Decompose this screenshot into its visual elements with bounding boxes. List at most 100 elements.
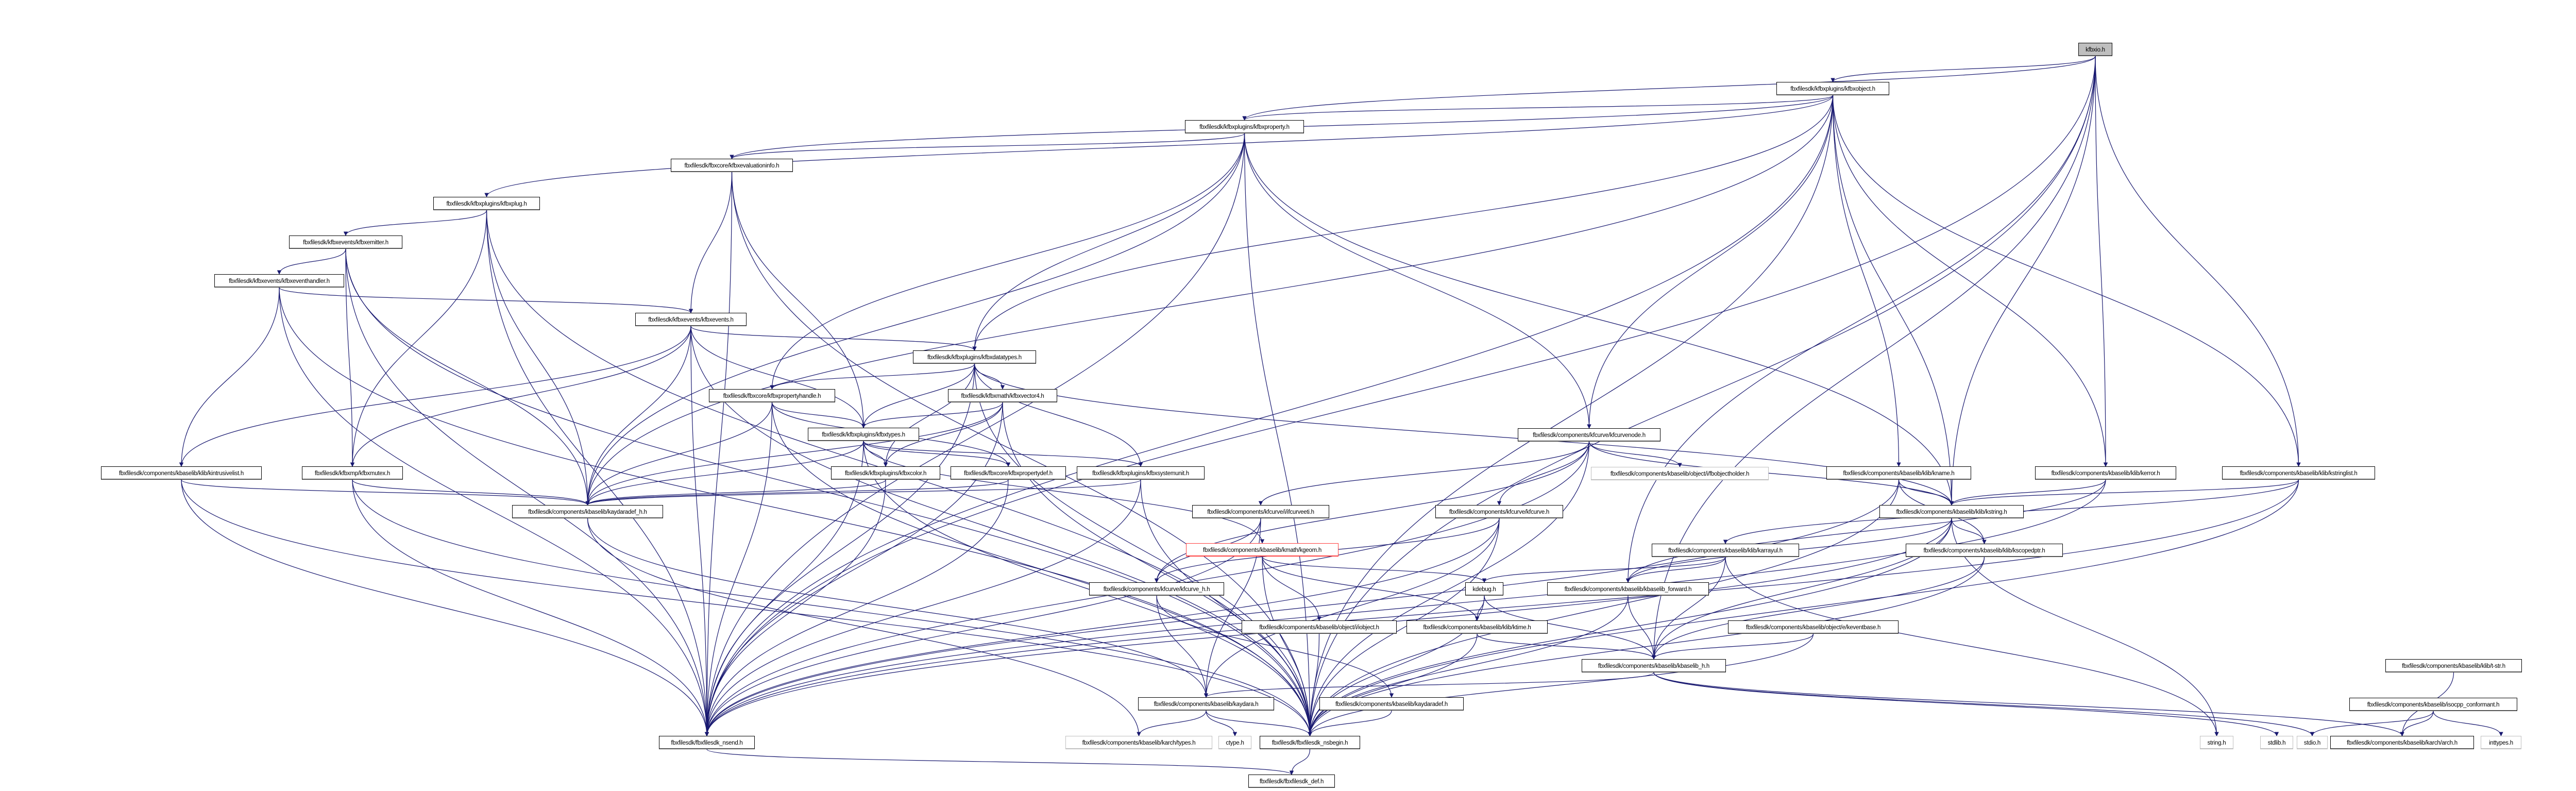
- node-isocpp-conformant[interactable]: fbxfilesdk/components/kbaselib/isocpp_co…: [2349, 698, 2517, 711]
- include-edge: [1244, 133, 1312, 736]
- include-edge: [1832, 95, 1901, 467]
- node-kfbxplug[interactable]: fbxfilesdk/kfbxplugins/kfbxplug.h: [433, 197, 540, 210]
- node-keventbase[interactable]: fbxfilesdk/components/kbaselib/object/e/…: [1728, 620, 1899, 634]
- node-kfbxmutex[interactable]: fbxfilesdk/kfbxmp/kfbxmutex.h: [302, 466, 403, 480]
- include-edge: [704, 363, 975, 736]
- include-edge: [585, 402, 773, 506]
- node-kname[interactable]: fbxfilesdk/components/kbaselib/klib/knam…: [1826, 466, 1971, 480]
- node-kfbxio: kfbxio.h: [2078, 43, 2112, 56]
- node-kfbxtypes[interactable]: fbxfilesdk/kfbxplugins/kfbxtypes.h: [808, 428, 919, 441]
- node-kintrusivelist[interactable]: fbxfilesdk/components/kbaselib/klib/kint…: [101, 466, 262, 480]
- node-stdlib: stdlib.h: [2260, 736, 2293, 749]
- include-edge: [1651, 56, 2096, 660]
- include-edge: [704, 479, 1900, 736]
- include-edge: [179, 326, 691, 467]
- include-edge: [1588, 441, 1682, 467]
- include-edge: [771, 402, 1312, 736]
- node-kscopedptr[interactable]: fbxfilesdk/components/kbaselib/klib/ksco…: [1906, 544, 2063, 557]
- include-edge: [972, 95, 1834, 351]
- include-edge: [1949, 56, 2096, 506]
- node-ifcurveeti[interactable]: fbxfilesdk/components/kfcurve/i/ifcurvee…: [1192, 505, 1329, 518]
- node-stdio: stdio.h: [2297, 736, 2328, 749]
- node-inttypes: inttypes.h: [2481, 736, 2521, 749]
- include-edge: [1725, 557, 2219, 736]
- node-ctype: ctype.h: [1218, 736, 1251, 749]
- node-kbaselib-h[interactable]: fbxfilesdk/components/kbaselib/kbaselib_…: [1582, 659, 1726, 672]
- include-edge: [1308, 710, 1392, 736]
- include-edge: [1653, 672, 2404, 736]
- include-edge: [1832, 95, 2108, 467]
- node-kfbxpropertydef[interactable]: fbxfilesdk/fbxcore/kfbxpropertydef.h: [951, 466, 1066, 480]
- include-edge: [1308, 479, 1900, 736]
- node-kfbxeventhandler[interactable]: fbxfilesdk/kfbxevents/kfbxeventhandler.h: [214, 274, 344, 288]
- include-edge: [731, 172, 866, 428]
- include-edge: [863, 441, 1265, 544]
- node-kaydara[interactable]: fbxfilesdk/components/kbaselib/kaydara.h: [1138, 697, 1274, 711]
- include-edge: [352, 479, 1312, 736]
- include-edge: [771, 402, 866, 428]
- include-edge: [974, 363, 1954, 506]
- node-kfbxproperty[interactable]: fbxfilesdk/kfbxplugins/kfbxproperty.h: [1185, 120, 1304, 133]
- node-fbxfilesdk-nsend[interactable]: fbxfilesdk/fbxfilesdk_nsend.h: [659, 736, 755, 749]
- include-edge: [2400, 711, 2434, 736]
- node-kfcurve-h[interactable]: fbxfilesdk/components/kfcurve/kfcurve_h.…: [1089, 582, 1224, 596]
- node-kstring[interactable]: fbxfilesdk/components/kbaselib/klib/kstr…: [1879, 505, 2024, 518]
- include-edge: [484, 95, 1834, 197]
- node-kfbxevents[interactable]: fbxfilesdk/kfbxevents/kfbxevents.h: [635, 313, 747, 326]
- include-edge: [1951, 518, 1987, 544]
- include-edge: [1949, 479, 2299, 506]
- include-edge: [1832, 95, 1954, 506]
- include-edge: [277, 248, 346, 275]
- node-kstringlist[interactable]: fbxfilesdk/components/kbaselib/klib/kstr…: [2222, 466, 2375, 480]
- node-kfcurvenode[interactable]: fbxfilesdk/components/kfcurve/kfcurvenod…: [1518, 428, 1660, 442]
- node-kgeom: fbxfilesdk/components/kbaselib/kmath/kge…: [1186, 543, 1338, 557]
- include-edge: [1289, 749, 1311, 775]
- include-edge: [770, 363, 975, 390]
- node-fbxfilesdk-nsbegin[interactable]: fbxfilesdk/fbxfilesdk_nsbegin.h: [1260, 736, 1360, 749]
- include-edge: [587, 518, 1141, 736]
- node-kerror[interactable]: fbxfilesdk/components/kbaselib/klib/kerr…: [2035, 466, 2176, 480]
- include-edge: [1951, 518, 2219, 736]
- include-edge: [2433, 711, 2503, 736]
- include-edge: [1308, 633, 1320, 736]
- node-t-str[interactable]: fbxfilesdk/components/kbaselib/klib/t-st…: [2385, 659, 2522, 672]
- include-edge: [690, 326, 866, 428]
- node-kfbxvector4[interactable]: fbxfilesdk/kfbxmath/kfbxvector4.h: [948, 389, 1057, 402]
- node-kdebug[interactable]: kdebug.h: [1465, 582, 1503, 596]
- node-kfbxsystemunit[interactable]: fbxfilesdk/kfbxplugins/kfbxsystemunit.h: [1077, 466, 1205, 480]
- node-kfbxobject[interactable]: fbxfilesdk/kfbxplugins/kfbxobject.h: [1776, 82, 1889, 95]
- include-edge: [1206, 710, 1238, 736]
- include-edge: [704, 479, 886, 736]
- node-kfbxcolor[interactable]: fbxfilesdk/kfbxplugins/kfbxcolor.h: [831, 466, 940, 480]
- include-edge: [279, 287, 709, 736]
- node-kaydaradef-h[interactable]: fbxfilesdk/components/kbaselib/kaydarade…: [512, 505, 663, 518]
- node-fbobjectholder: fbxfilesdk/components/kbaselib/object/i/…: [1591, 467, 1769, 480]
- include-edge: [704, 56, 2096, 736]
- node-kaydaradef[interactable]: fbxfilesdk/components/kbaselib/kaydarade…: [1319, 697, 1464, 711]
- node-kfbxemitter[interactable]: fbxfilesdk/kfbxevents/kfbxemitter.h: [289, 235, 402, 249]
- node-fbxfilesdk-def[interactable]: fbxfilesdk/fbxfilesdk_def.h: [1248, 775, 1335, 788]
- node-kfbxdatatypes[interactable]: fbxfilesdk/kfbxplugins/kfbxdatatypes.h: [913, 350, 1036, 364]
- include-edge: [350, 210, 487, 467]
- include-edge: [861, 363, 975, 428]
- node-karrayul[interactable]: fbxfilesdk/components/kbaselib/klib/karr…: [1652, 544, 1799, 557]
- include-edge: [1588, 441, 1954, 506]
- include-edge: [1154, 441, 1590, 583]
- include-edge: [690, 326, 1312, 736]
- node-kbaselib-forward[interactable]: fbxfilesdk/components/kbaselib/kbaselib_…: [1547, 582, 1709, 596]
- node-kfcurve[interactable]: fbxfilesdk/components/kfcurve/kfcurve.h: [1435, 505, 1563, 518]
- include-edge: [1262, 556, 1487, 583]
- include-edge: [730, 133, 1245, 159]
- include-edge: [704, 479, 1009, 736]
- node-kfbxpropertyhandle[interactable]: fbxfilesdk/fbxcore/kfbxpropertyhandle.h: [709, 389, 835, 402]
- include-edge: [1308, 56, 2096, 736]
- node-kfbxevaluationinfo[interactable]: fbxfilesdk/fbxcore/kfbxevaluationinfo.h: [671, 159, 793, 172]
- include-edge: [1242, 95, 1834, 121]
- node-string: string.h: [2200, 736, 2233, 749]
- include-edge: [690, 326, 977, 351]
- include-edge: [585, 133, 1245, 506]
- node-karch-arch[interactable]: fbxfilesdk/components/kbaselib/karch/arc…: [2330, 736, 2474, 749]
- include-edge: [585, 402, 1003, 506]
- node-ktime[interactable]: fbxfilesdk/components/kbaselib/klib/ktim…: [1406, 620, 1548, 634]
- node-iobject[interactable]: fbxfilesdk/components/kbaselib/object/i/…: [1242, 620, 1397, 634]
